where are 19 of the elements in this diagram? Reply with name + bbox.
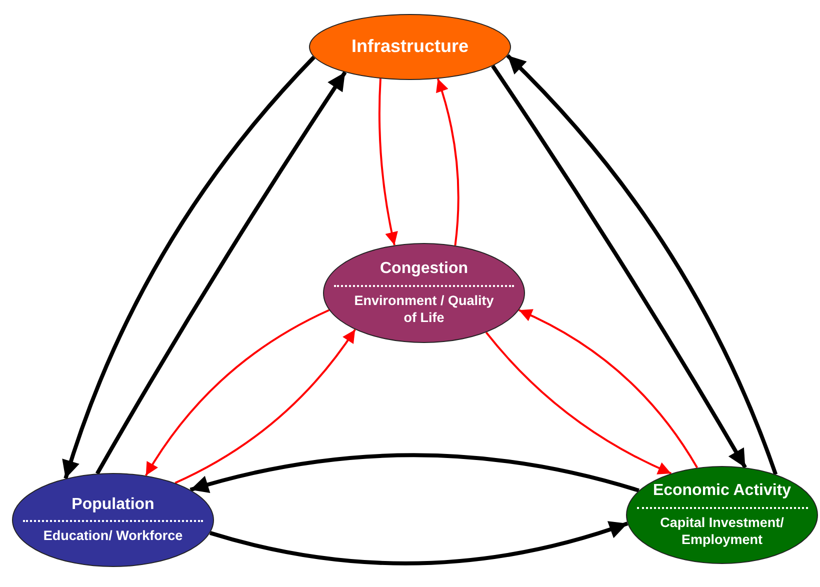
arrow bbox=[210, 520, 628, 566]
arrow bbox=[491, 64, 747, 468]
arrow bbox=[485, 332, 672, 474]
arrow bbox=[174, 329, 356, 484]
arrow bbox=[506, 54, 778, 476]
arrow bbox=[518, 309, 698, 468]
arrow bbox=[62, 56, 316, 480]
node-subtitle: Environment / Quality of Life bbox=[353, 292, 495, 327]
node-title: Infrastructure bbox=[350, 36, 470, 58]
node-subtitle: Capital Investment/ Employment bbox=[659, 514, 785, 549]
node-subtitle: Education/ Workforce bbox=[43, 527, 183, 545]
arrow bbox=[190, 453, 640, 494]
arrow bbox=[145, 309, 330, 476]
node-title: Population bbox=[70, 495, 156, 514]
node-title: Congestion bbox=[379, 259, 469, 279]
arrow bbox=[378, 78, 398, 246]
node-title: Economic Activity bbox=[652, 481, 792, 501]
arrow bbox=[95, 71, 347, 475]
arrow bbox=[436, 78, 460, 246]
